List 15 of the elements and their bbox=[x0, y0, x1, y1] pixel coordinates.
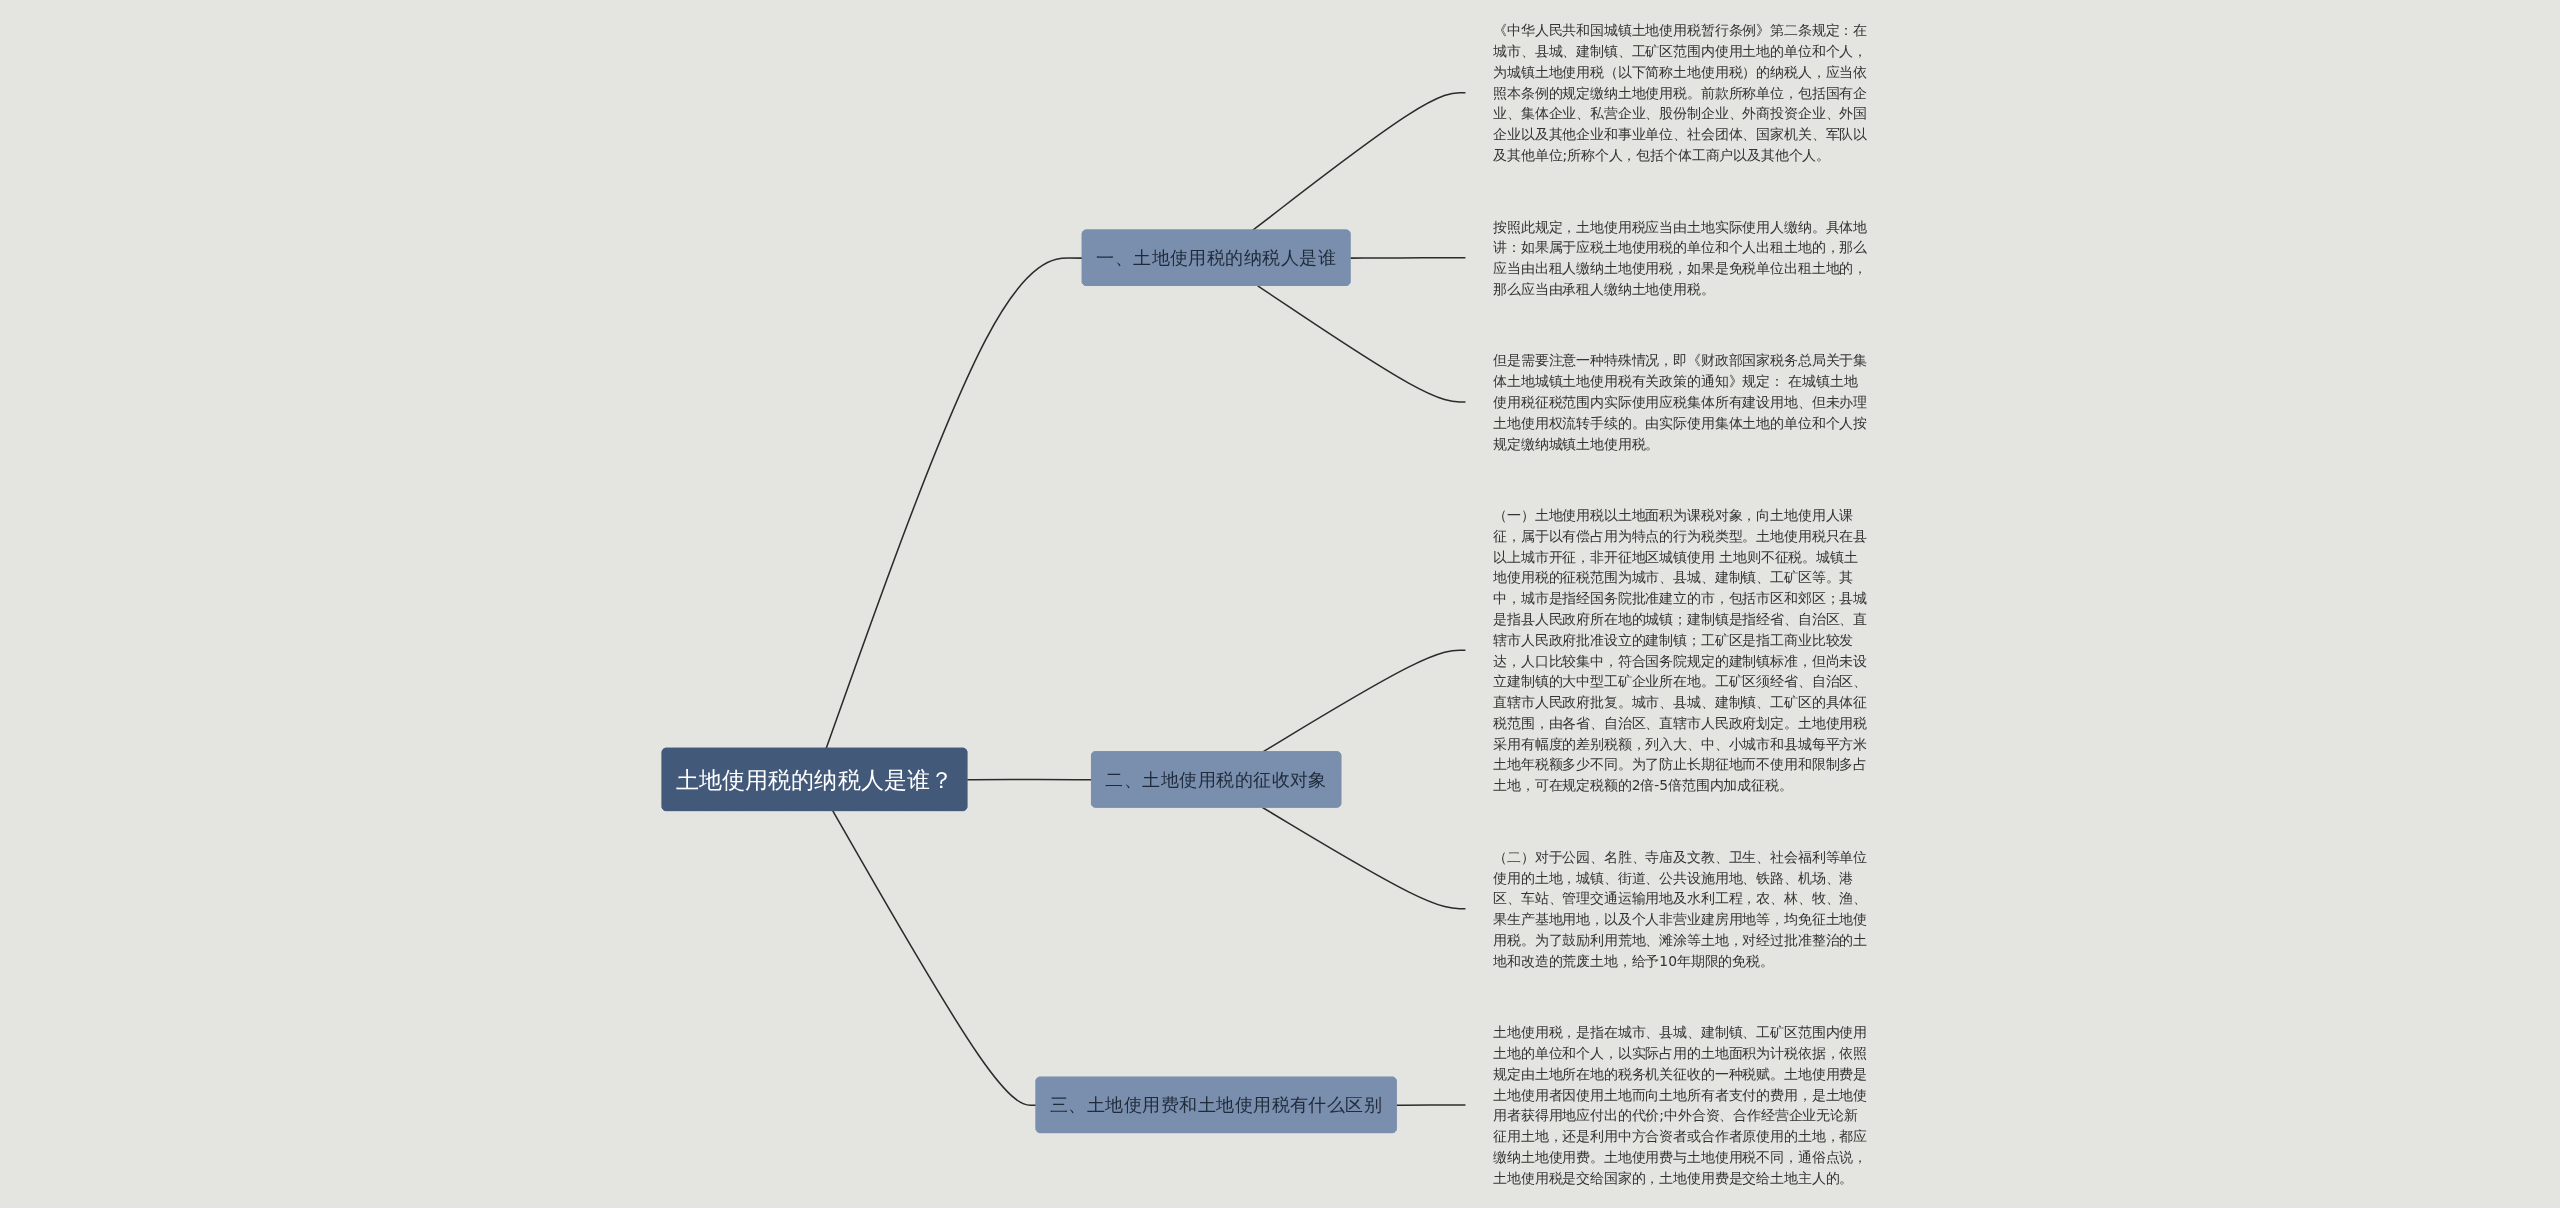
connector bbox=[1261, 649, 1467, 753]
connector bbox=[966, 778, 1093, 781]
connector bbox=[1256, 285, 1467, 403]
node-text: 土地使用税，是指在城市、县城、建制镇、工矿区范围内使用土地的单位和个人，以实际占用的土地面积为计税依据，依照规定由土地所在地的税务机关征收的一种税赋。土地使用费是土地使用者因使用土地而向土地所有者支付的费用，是土地使用者获得用地应付出的代价;中外合资、合作经营企业无论新征用土地，还是利用中方合资者或合作者原使用的土地，都应缴纳土地使用费。土地使用费与土地使用税不同，通俗点说，土地使用税是交给国家的，土地使用费是交给土地主人的。 bbox=[1493, 1024, 1868, 1186]
connector bbox=[1251, 91, 1467, 232]
node-text: （二）对于公园、名胜、寺庙及文教、卫生、社会福利等单位使用的土地，城镇、街道、公共设施用地、铁路、机场、港区、车站、管理交通运输用地及水利工程，农、林、牧、渔、果生产基地用地，以及个人非营业建房用地等，均免征土地使用税。为了鼓励利用荒地、滩涂等土地，对经过批准整治的土地和改造的荒废土地，给予10年期限的免税。 bbox=[1493, 848, 1868, 969]
connector bbox=[1261, 806, 1467, 910]
connector bbox=[1395, 1104, 1467, 1107]
connector bbox=[825, 257, 1084, 750]
connector bbox=[832, 810, 1038, 1107]
node-text: 按照此规定，土地使用税应当由土地实际使用人缴纳。具体地讲：如果属于应税土地使用税的单位和个人出租土地的，那么应当由出租人缴纳土地使用税，如果是免税单位出租土地的，那么应当由承租人缴纳土地使用税。 bbox=[1493, 218, 1868, 297]
node-text: 但是需要注意一种特殊情况，即《财政部国家税务总局关于集体土地城镇土地使用税有关政策的通知》规定： 在城镇土地使用税征税范围内实际使用应税集体所有建设用地、但未办理土地使用权流转手续的。由实际使用集体土地的单位和个人按规定缴纳城镇土地使用税。 bbox=[1493, 352, 1868, 452]
node-text: （一）土地使用税以土地面积为课税对象，向土地使用人课征，属于以有偿占用为特点的行为税类型。土地使用税只在县以上城市开征，非开征地区城镇使用 土地则不征税。城镇土地使用税的征税范围为城市、县城、建制镇、工矿区等。其中，城市是指经国务院批准建立的市，包括市区和郊区；县城是指县人民政府所在地的城镇；建制镇是指经省、自治区、直辖市人民政府批准设立的建制镇；工矿区是指工商业比较发达，人口比较集中，符合国务院规定的建制镇标准，但尚未设立建制镇的大中型工矿企业所在地。工矿区须经省、自治区、直辖市人民政府批复。城市、县城、建制镇、工矿区的具体征税范围，由各省、自治区、直辖市人民政府划定。土地使用税采用有幅度的差别税额，列入大、中、小城市和县城每平方米土地年税额多少不同。为了防止长期征地而不使用和限制多占土地，可在规定税额的2倍-5倍范围内加成征税。 bbox=[1493, 507, 1868, 794]
node-text: 《中华人民共和国城镇土地使用税暂行条例》第二条规定：在城市、县城、建制镇、工矿区范围内使用土地的单位和个人，为城镇土地使用税（以下简称土地使用税）的纳税人，应当依照本条例的规定缴纳土地使用税。前款所称单位，包括国有企业、集体企业、私营企业、股份制企业、外商投资企业、外国企业以及其他企业和事业单位、社会团体、国家机关、军队以及其他单位;所称个人，包括个体工商户以及其他个人。 bbox=[1493, 22, 1868, 164]
connector bbox=[1349, 257, 1467, 259]
